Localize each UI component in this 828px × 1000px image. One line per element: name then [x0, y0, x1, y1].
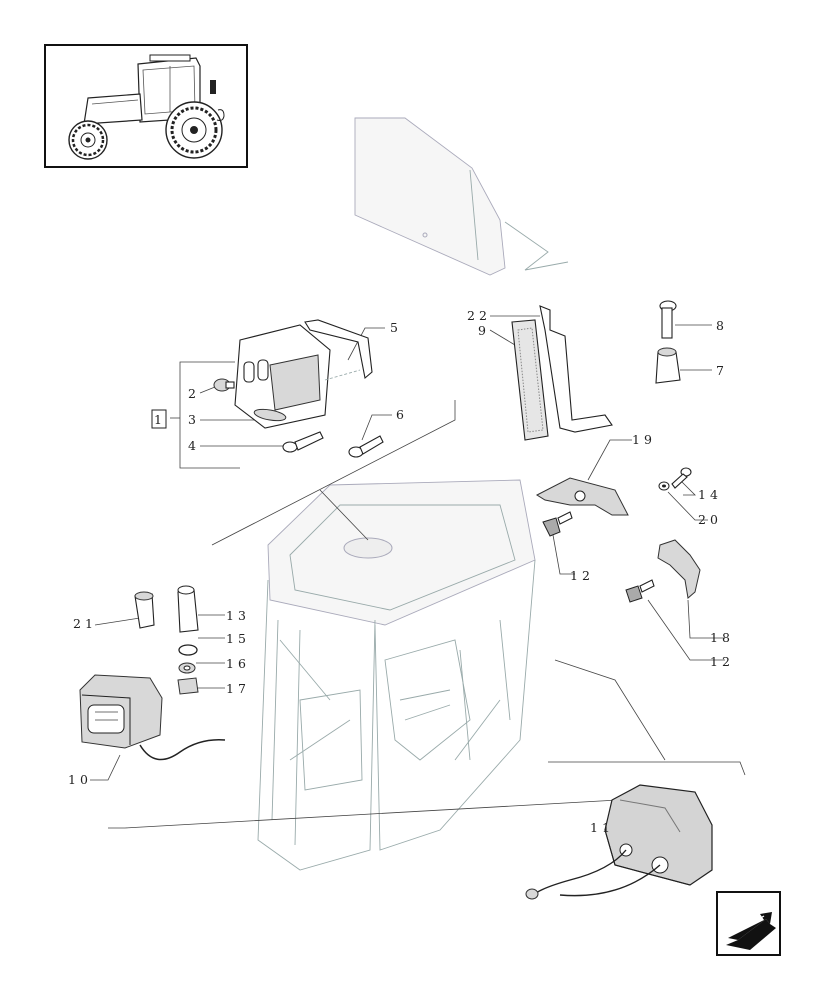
lamp-12b[interactable] — [625, 579, 655, 603]
callout-5[interactable]: 5 — [390, 320, 402, 335]
light-bracket-18[interactable] — [657, 539, 701, 599]
ring-15[interactable] — [178, 644, 198, 656]
lens-part[interactable] — [253, 407, 287, 422]
callout-14[interactable]: 14 — [698, 487, 722, 502]
callout-12b[interactable]: 12 — [710, 654, 734, 669]
callout-17[interactable]: 17 — [226, 681, 250, 696]
connector-13[interactable] — [177, 585, 199, 633]
leader-lines — [90, 315, 746, 829]
screw-14[interactable] — [671, 467, 692, 489]
nut-16[interactable] — [178, 662, 196, 674]
lamp-12a[interactable] — [542, 511, 573, 537]
callout-3[interactable]: 3 — [188, 412, 200, 427]
callout-10[interactable]: 10 — [68, 772, 92, 787]
mounting-bracket[interactable] — [304, 319, 373, 380]
callout-20[interactable]: 20 — [698, 512, 722, 527]
cap-7[interactable] — [655, 347, 681, 384]
bulb-part[interactable] — [213, 378, 235, 392]
cab-outline — [257, 479, 536, 871]
callout-21[interactable]: 21 — [73, 616, 97, 631]
light-bracket-19[interactable] — [535, 477, 629, 516]
window-glass — [354, 117, 569, 276]
cap-17[interactable] — [177, 677, 199, 695]
callout-15[interactable]: 15 — [226, 631, 250, 646]
back-arrow-icon[interactable] — [716, 891, 781, 956]
callout-7[interactable]: 7 — [716, 363, 728, 378]
connector-21[interactable] — [134, 591, 155, 629]
screw-6[interactable] — [348, 435, 384, 458]
screw-4[interactable] — [282, 431, 324, 453]
console-housing[interactable] — [234, 324, 361, 429]
callout-1[interactable]: 1 — [154, 412, 166, 427]
callout-2[interactable]: 2 — [188, 386, 200, 401]
callout-18[interactable]: 18 — [710, 630, 734, 645]
callout-1-box — [151, 409, 167, 429]
callout-12a[interactable]: 12 — [570, 568, 594, 583]
beacon-11[interactable] — [525, 784, 713, 900]
callout-4[interactable]: 4 — [188, 438, 200, 453]
callout-19[interactable]: 19 — [632, 432, 656, 447]
callout-8[interactable]: 8 — [716, 318, 728, 333]
warning-light-10[interactable] — [79, 674, 226, 761]
washer-20[interactable] — [658, 481, 670, 491]
callout-9[interactable]: 9 — [478, 323, 490, 338]
callout-16[interactable]: 16 — [226, 656, 250, 671]
callout-6[interactable]: 6 — [396, 407, 408, 422]
callout-13[interactable]: 13 — [226, 608, 250, 623]
reflector-bracket[interactable] — [539, 305, 613, 433]
reflector[interactable] — [511, 319, 549, 441]
screw-8[interactable] — [659, 300, 677, 339]
tractor-thumbnail-icon[interactable] — [44, 44, 248, 168]
callout-11[interactable]: 11 — [590, 820, 614, 835]
callout-22[interactable]: 22 — [467, 308, 491, 323]
